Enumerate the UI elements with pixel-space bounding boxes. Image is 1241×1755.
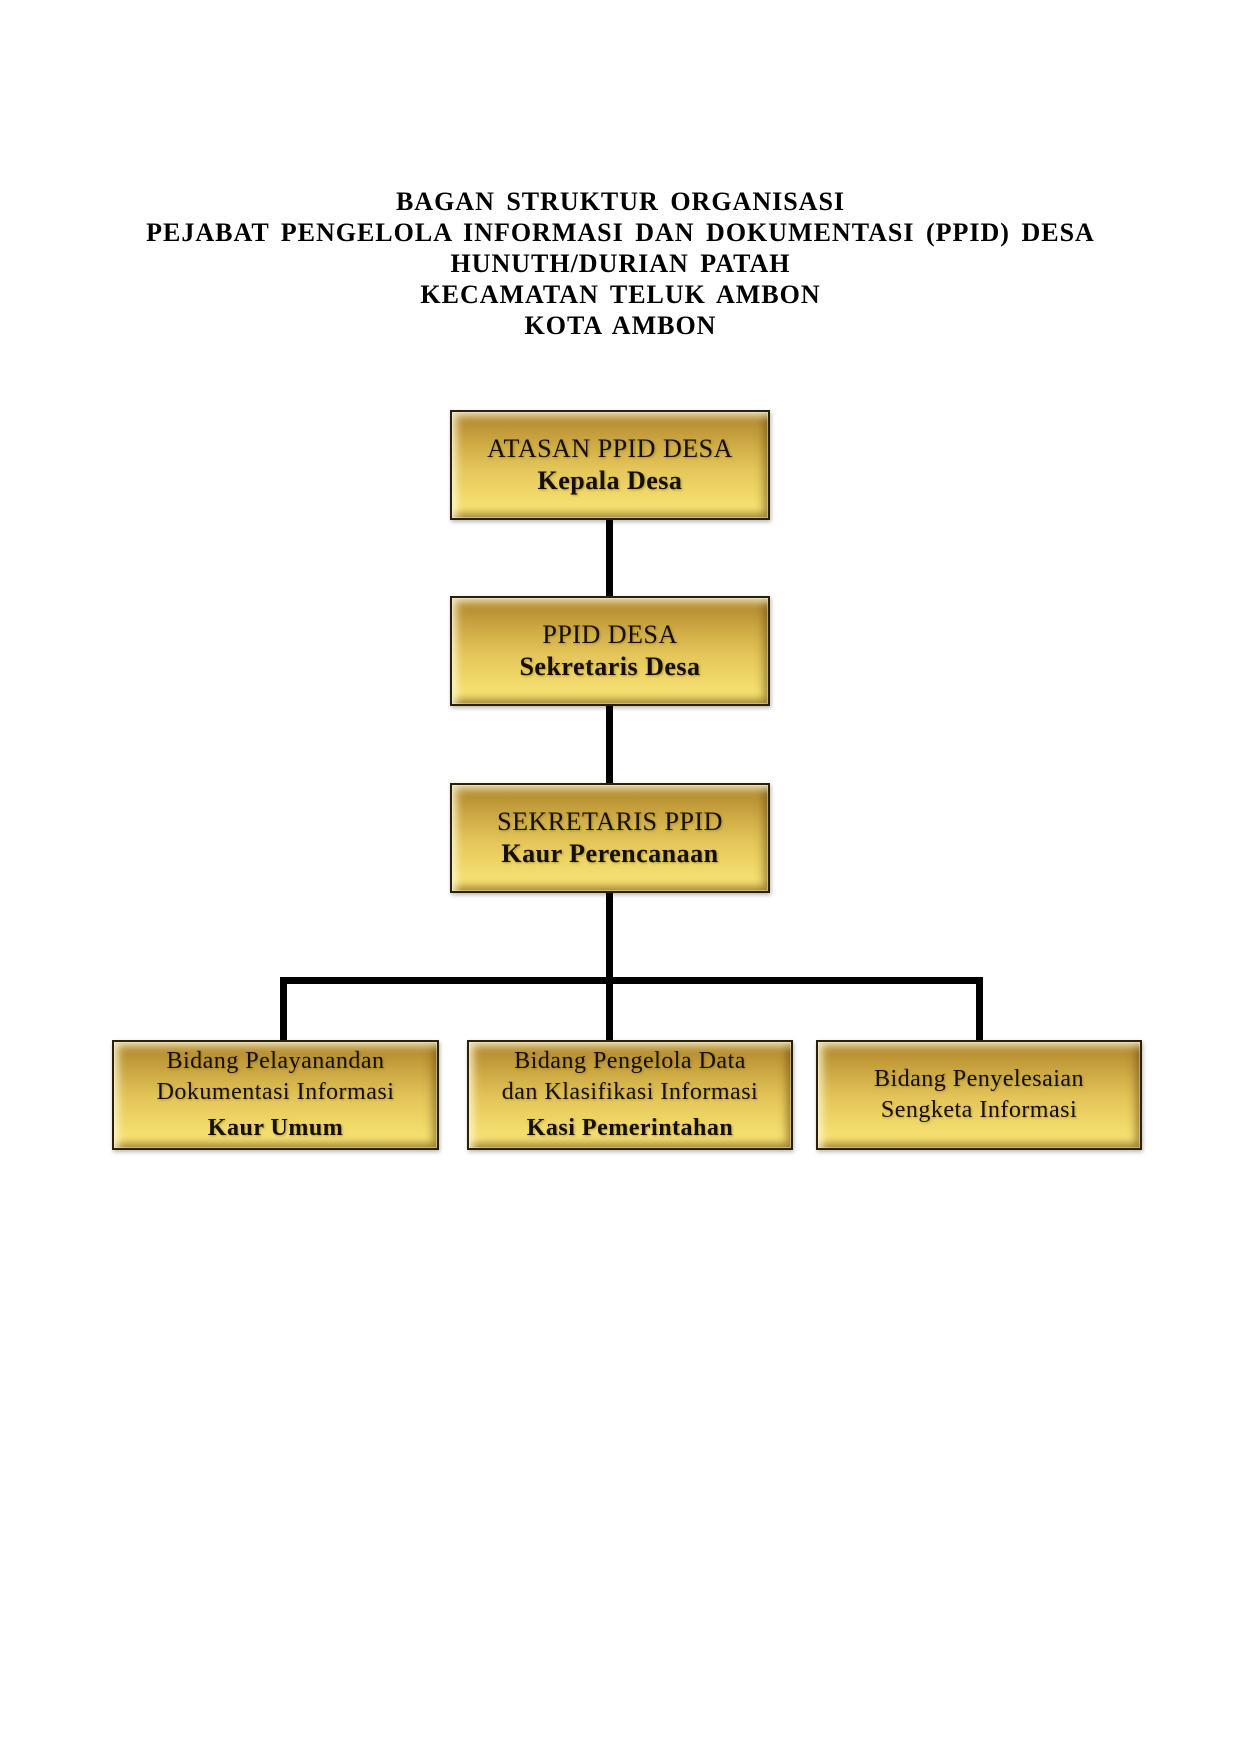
connector-atasan-to-ppid bbox=[606, 518, 613, 598]
connector-horizontal-bar bbox=[280, 977, 983, 984]
node-role-line-2: dan Klasifikasi Informasi bbox=[501, 1079, 759, 1105]
node-ppid-desa: PPID DESA Sekretaris Desa bbox=[450, 596, 770, 706]
title-line-4: KECAMATAN TELUK AMBON bbox=[420, 280, 821, 309]
node-bidang-penyelesaian-sengketa: Bidang Penyelesaian Sengketa Informasi bbox=[816, 1040, 1142, 1150]
node-holder: Kaur Perencanaan bbox=[501, 839, 719, 868]
node-role: SEKRETARIS PPID bbox=[497, 807, 723, 836]
node-role: ATASAN PPID DESA bbox=[487, 434, 733, 463]
node-holder: Kaur Umum bbox=[207, 1115, 344, 1141]
title-line-2: PEJABAT PENGELOLA INFORMASI DAN DOKUMENT… bbox=[146, 218, 1095, 247]
connector-drop-left bbox=[280, 977, 287, 1042]
node-holder: Kasi Pemerintahan bbox=[526, 1115, 734, 1141]
node-role: PPID DESA bbox=[542, 620, 678, 649]
title-line-3: HUNUTH/DURIAN PATAH bbox=[450, 249, 791, 278]
title-line-5: KOTA AMBON bbox=[524, 311, 717, 340]
node-holder: Kepala Desa bbox=[537, 466, 683, 495]
connector-sekretaris-to-bidang2 bbox=[606, 891, 613, 1042]
node-role-line-2: Sengketa Informasi bbox=[880, 1097, 1078, 1123]
node-bidang-pengelola-data: Bidang Pengelola Data dan Klasifikasi In… bbox=[467, 1040, 793, 1150]
node-role-line-1: Bidang Pelayanandan bbox=[166, 1048, 385, 1074]
node-sekretaris-ppid: SEKRETARIS PPID Kaur Perencanaan bbox=[450, 783, 770, 893]
node-role-line-1: Bidang Pengelola Data bbox=[514, 1048, 746, 1074]
node-atasan-ppid-desa: ATASAN PPID DESA Kepala Desa bbox=[450, 410, 770, 520]
page-title: BAGAN STRUKTUR ORGANISASI PEJABAT PENGEL… bbox=[0, 186, 1241, 341]
connector-drop-right bbox=[976, 977, 983, 1042]
node-role-line-2: Dokumentasi Informasi bbox=[156, 1079, 395, 1105]
node-bidang-pelayanan-dokumentasi: Bidang Pelayanandan Dokumentasi Informas… bbox=[112, 1040, 439, 1150]
node-holder: Sekretaris Desa bbox=[519, 652, 701, 681]
title-line-1: BAGAN STRUKTUR ORGANISASI bbox=[395, 187, 846, 216]
connector-ppid-to-sekretaris bbox=[606, 704, 613, 785]
node-role-line-1: Bidang Penyelesaian bbox=[873, 1066, 1085, 1092]
